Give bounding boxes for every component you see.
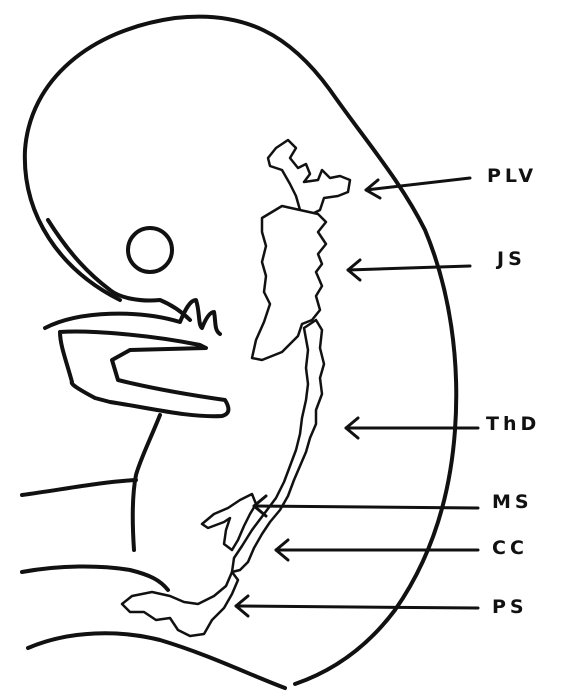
mandibular-arch xyxy=(60,332,228,417)
label-ps: PS xyxy=(492,596,528,618)
lower-body-line xyxy=(22,566,168,590)
label-js: JS xyxy=(497,248,526,270)
label-plv: PLV xyxy=(487,165,537,187)
neck-line xyxy=(133,415,160,550)
eye xyxy=(128,228,172,272)
pharyngeal-arch xyxy=(45,300,220,334)
posterior-sac xyxy=(122,572,238,636)
arrow-thd xyxy=(346,418,478,438)
label-ms: MS xyxy=(492,491,533,513)
label-thd: ThD xyxy=(486,413,540,435)
embryo-outline xyxy=(25,17,456,684)
arrow-js xyxy=(348,260,470,280)
posterior-lymph-vessel xyxy=(268,140,350,214)
thoracic-duct xyxy=(232,320,324,572)
label-cc: CC xyxy=(492,537,528,559)
arrow-ps xyxy=(236,596,478,616)
limb-line xyxy=(22,480,136,495)
arrow-cc xyxy=(276,540,478,560)
arrow-plv xyxy=(366,178,470,198)
tail-curve xyxy=(28,633,285,688)
